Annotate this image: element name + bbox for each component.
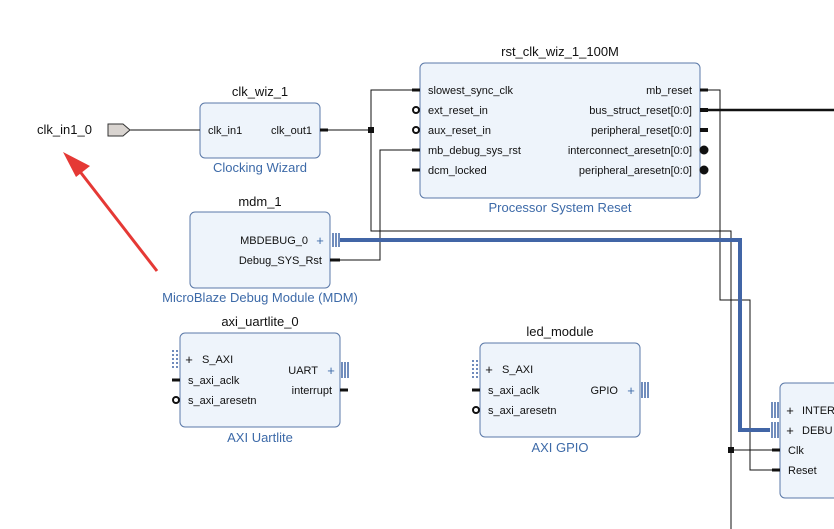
block-mdm[interactable]: mdm_1 MBDEBUG_0 + Debug_SYS_Rst MicroBla… xyxy=(162,194,358,305)
block-instance-name: clk_wiz_1 xyxy=(232,84,288,99)
pin-label: GPIO xyxy=(590,385,618,397)
pin-label: s_axi_aclk xyxy=(188,375,240,387)
expand-plus-icon[interactable]: + xyxy=(786,403,794,418)
block-type-label: Processor System Reset xyxy=(488,200,631,215)
pin-label: Clk xyxy=(788,445,804,457)
block-instance-name: rst_clk_wiz_1_100M xyxy=(501,44,619,59)
pin-label: clk_in1 xyxy=(208,125,242,137)
pin-label: DEBU xyxy=(802,425,833,437)
pin-label: s_axi_aresetn xyxy=(488,405,557,417)
pin-label: slowest_sync_clk xyxy=(428,85,513,97)
net-mb-reset[interactable] xyxy=(700,89,780,471)
net-mbdebug-bus[interactable] xyxy=(340,238,770,432)
pin-label: mb_reset xyxy=(646,85,692,97)
pin-label: s_axi_aclk xyxy=(488,385,540,397)
expand-plus-icon[interactable]: + xyxy=(786,423,794,438)
pin-label: interrupt xyxy=(292,385,332,397)
expand-plus-icon[interactable]: + xyxy=(327,363,335,378)
bus-interface-icon xyxy=(332,233,340,247)
pin-label: dcm_locked xyxy=(428,165,487,177)
pin-label: aux_reset_in xyxy=(428,125,491,137)
net-junction xyxy=(728,447,734,453)
bus-interface-icon xyxy=(172,350,178,368)
pin-label: MBDEBUG_0 xyxy=(240,235,308,247)
block-proc-sys-reset[interactable]: rst_clk_wiz_1_100M slowest_sync_clk ext_… xyxy=(412,44,709,215)
block-type-label: MicroBlaze Debug Module (MDM) xyxy=(162,290,358,305)
external-port-clk-in1-0[interactable]: clk_in1_0 xyxy=(37,122,131,137)
block-type-label: AXI GPIO xyxy=(531,440,588,455)
external-port-label: clk_in1_0 xyxy=(37,122,92,137)
expand-plus-icon[interactable]: + xyxy=(485,362,493,377)
pin-label: INTER xyxy=(802,405,834,417)
block-microblaze-partial[interactable]: + INTER + DEBU Clk Reset xyxy=(771,382,834,499)
input-port-icon xyxy=(107,123,131,137)
block-axi-uartlite[interactable]: axi_uartlite_0 + S_AXI s_axi_aclk s_axi_… xyxy=(172,314,349,445)
expand-plus-icon[interactable]: + xyxy=(627,383,635,398)
pin-label: Reset xyxy=(788,465,817,477)
pin-label: Debug_SYS_Rst xyxy=(239,255,322,267)
block-instance-name: axi_uartlite_0 xyxy=(221,314,298,329)
block-body[interactable] xyxy=(779,382,834,499)
net-debug-sys-rst[interactable] xyxy=(340,149,420,261)
pin-label: interconnect_aresetn[0:0] xyxy=(568,145,692,157)
pin-label: clk_out1 xyxy=(271,125,312,137)
pin-label: peripheral_aresetn[0:0] xyxy=(579,165,692,177)
block-instance-name: led_module xyxy=(526,324,593,339)
net-junction xyxy=(368,127,374,133)
net-wires xyxy=(130,89,834,529)
pin-label: mb_debug_sys_rst xyxy=(428,145,521,157)
block-type-label: AXI Uartlite xyxy=(227,430,293,445)
pin-label: bus_struct_reset[0:0] xyxy=(589,105,692,117)
block-clk-wiz[interactable]: clk_wiz_1 clk_in1 clk_out1 Clocking Wiza… xyxy=(192,84,328,175)
pin-label: UART xyxy=(288,365,318,377)
pin-label: ext_reset_in xyxy=(428,105,488,117)
expand-plus-icon[interactable]: + xyxy=(316,233,324,248)
pin-label: S_AXI xyxy=(502,364,533,376)
block-type-label: Clocking Wizard xyxy=(213,160,307,175)
pin-label: peripheral_reset[0:0] xyxy=(591,125,692,137)
bus-interface-icon xyxy=(341,362,349,378)
pin-label: S_AXI xyxy=(202,354,233,366)
bus-interface-icon xyxy=(771,402,779,438)
pin-label: s_axi_aresetn xyxy=(188,395,257,407)
bus-interface-icon xyxy=(472,360,478,378)
block-body[interactable] xyxy=(189,211,331,289)
expand-plus-icon[interactable]: + xyxy=(185,352,193,367)
net-clk-fanout[interactable] xyxy=(370,130,732,529)
net-slowest-sync-clk[interactable] xyxy=(370,89,420,130)
block-axi-gpio[interactable]: led_module + S_AXI s_axi_aclk s_axi_ares… xyxy=(472,324,649,455)
red-annotation-arrow-icon xyxy=(63,152,159,272)
bus-interface-icon xyxy=(641,382,649,398)
block-instance-name: mdm_1 xyxy=(238,194,281,209)
